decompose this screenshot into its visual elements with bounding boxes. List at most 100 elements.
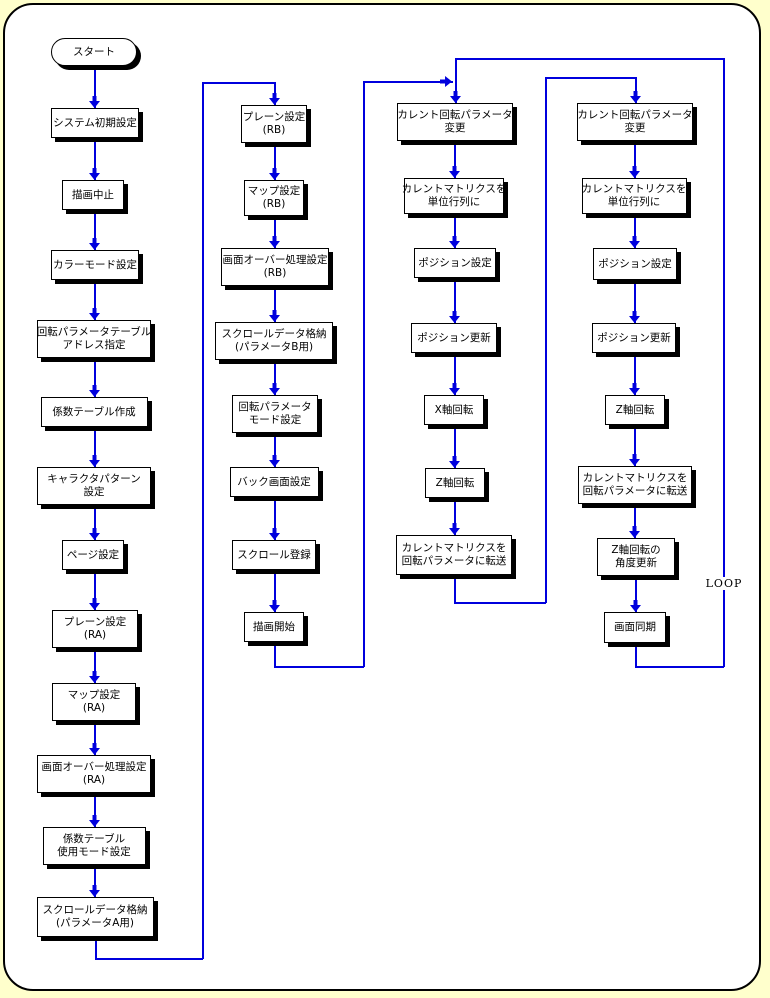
arrowhead-down-icon [449,523,460,535]
connector-line [274,666,364,668]
connector-line [454,353,456,396]
connector-line [94,648,96,684]
flow-node-draw-stop: 描画中止 [62,180,124,210]
connector-line [94,210,96,251]
connector-line [274,497,276,541]
flow-node-cur-rot-param-change-3: カレント回転パラメータ 変更 [397,103,513,141]
loop-label: LOOP [705,577,743,590]
flow-node-matrix-to-param-4: カレントマトリクスを 回転パラメータに転送 [578,466,692,504]
arrowhead-down-icon [630,91,641,103]
arrowhead-down-icon [630,600,641,612]
flow-node-start: スタート [51,38,137,66]
connector-line [454,278,456,324]
arrowhead-down-icon [89,385,100,397]
flow-node-draw-start: 描画開始 [244,612,304,642]
arrowhead-down-icon [449,166,460,178]
connector-line [94,505,96,541]
arrowhead-down-icon [89,671,100,683]
arrowhead-down-icon [449,311,460,323]
connector-line [454,498,456,536]
connector-line [635,666,724,668]
connector-line [202,82,204,959]
flow-node-z-rot-angle-update: Z軸回転の 角度更新 [597,538,675,576]
connector-line [634,504,636,539]
flow-node-cur-matrix-unit-3: カレントマトリクスを 単位行列に [402,178,506,214]
connector-line [454,141,456,179]
connector-line [454,602,546,604]
connector-line [455,58,457,104]
connector-line [454,214,456,249]
flow-node-map-set-ra: マップ設定 (RA) [52,683,136,721]
connector-line [202,82,275,84]
flow-node-scroll-register: スクロール登録 [232,540,316,570]
connector-line [723,58,725,667]
flow-node-z-axis-rot-3: Z軸回転 [425,468,485,498]
flow-node-position-set-3: ポジション設定 [414,248,496,278]
connector-line [454,575,456,603]
arrowhead-down-icon [629,311,640,323]
flow-node-back-screen-set: バック画面設定 [229,467,319,497]
flow-node-char-pattern-set: キャラクタパターン 設定 [37,467,151,505]
arrowhead-down-icon [89,168,100,180]
connector-line [274,143,276,181]
connector-line [634,280,636,324]
arrowhead-down-icon [629,236,640,248]
arrowhead-down-icon [269,310,280,322]
flow-node-screen-over-ra: 画面オーバー処理設定 (RA) [37,755,151,793]
flow-node-map-set-rb: マップ設定 (RB) [244,180,304,216]
arrowhead-down-icon [89,308,100,320]
flow-node-cur-rot-param-change-4: カレント回転パラメータ 変更 [577,103,693,141]
arrowhead-right-icon [440,76,452,87]
connector-line [274,642,276,667]
arrowhead-down-icon [89,885,100,897]
arrowhead-down-icon [89,815,100,827]
arrowhead-down-icon [449,383,460,395]
connector-line [634,425,636,467]
arrowhead-down-icon [269,455,280,467]
connector-line [634,141,636,179]
flow-node-system-init: システム初期設定 [51,108,139,138]
connector-line [94,427,96,468]
arrowhead-down-icon [269,528,280,540]
connector-line [95,937,97,959]
connector-line [94,138,96,181]
arrowhead-down-icon [629,383,640,395]
flow-node-matrix-to-param-3: カレントマトリクスを 回転パラメータに転送 [396,535,512,575]
flow-node-scroll-data-a: スクロールデータ格納 (パラメータA用) [36,897,154,937]
connector-line [455,58,724,60]
flow-node-color-mode: カラーモード設定 [51,250,139,280]
flow-node-cur-matrix-unit-4: カレントマトリクスを 単位行列に [581,178,687,214]
arrowhead-down-icon [269,168,280,180]
connector-line [274,286,276,323]
connector-line [454,425,456,469]
connector-line [94,358,96,398]
connector-line [363,81,453,83]
connector-line [635,643,637,667]
connector-line [94,66,96,109]
connector-line [274,360,276,396]
arrowhead-down-icon [269,600,280,612]
arrowhead-down-icon [449,456,460,468]
connector-line [274,433,276,468]
connector-line [94,570,96,611]
arrowhead-down-icon [450,91,461,103]
arrowhead-down-icon [89,238,100,250]
flow-node-page-set: ページ設定 [62,540,124,570]
connector-line [95,958,203,960]
connector-line [363,81,365,667]
connector-line [94,793,96,828]
flow-node-plane-set-ra: プレーン設定 (RA) [52,610,138,648]
connector-line [274,570,276,613]
connector-line [545,77,547,603]
flow-node-x-axis-rot: X軸回転 [424,395,484,425]
arrowhead-down-icon [449,236,460,248]
arrowhead-down-icon [89,743,100,755]
arrowhead-down-icon [269,93,280,105]
arrowhead-down-icon [269,236,280,248]
arrowhead-down-icon [89,598,100,610]
flow-node-scroll-data-b: スクロールデータ格納 (パラメータB用) [215,322,333,360]
flow-node-rot-param-mode: 回転パラメータ モード設定 [232,395,318,433]
connector-line [635,576,637,613]
connector-line [274,216,276,249]
